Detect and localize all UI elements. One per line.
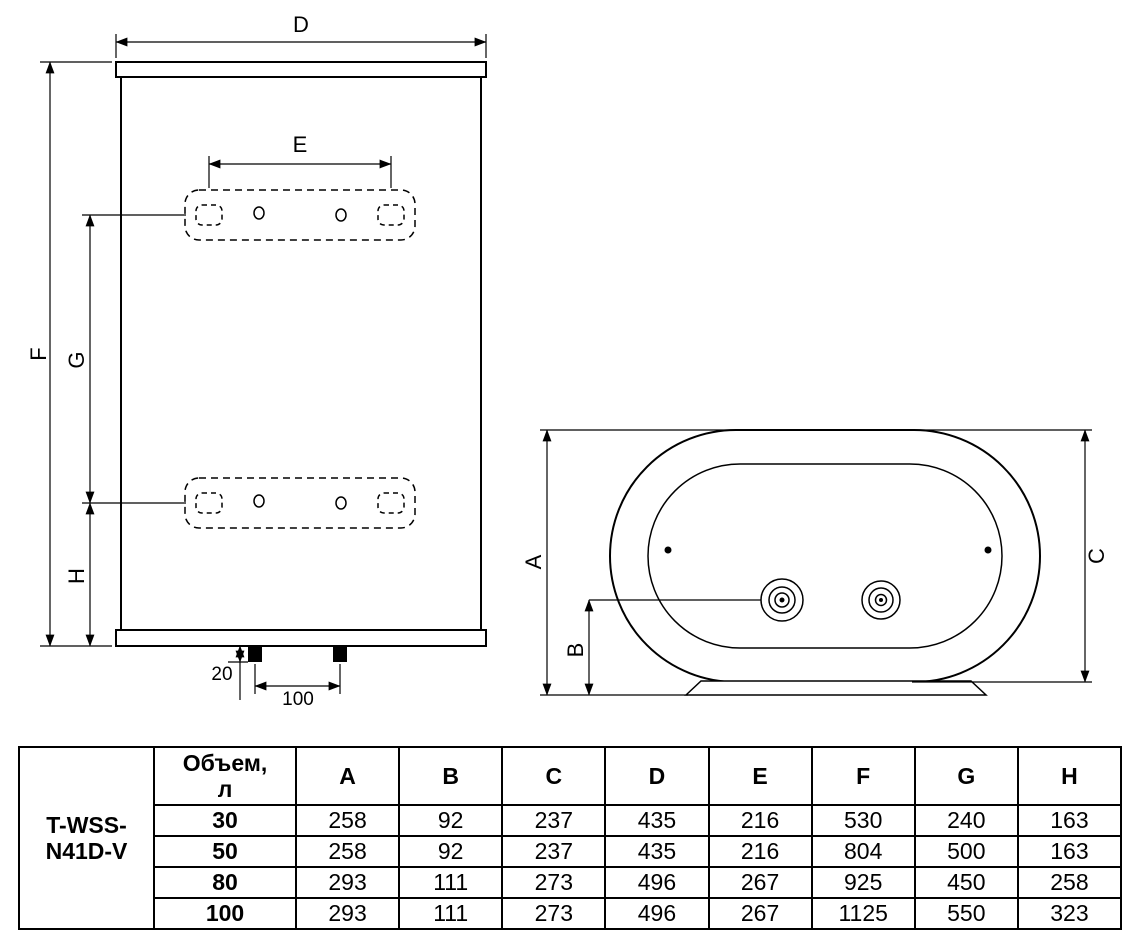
table-row: 30 258 92 237 435 216 530 240 163 [19, 804, 1123, 837]
dim-value-cell: 240 [913, 804, 1019, 837]
dim-value-cell: 111 [398, 866, 504, 899]
volume-header-cell: Объем, л [153, 746, 297, 806]
dim-value-cell: 258 [294, 835, 401, 868]
dim-c [912, 429, 1092, 683]
volume-cell: 50 [153, 835, 297, 868]
dim-value-cell: 496 [604, 866, 710, 899]
dim-value-cell: 500 [913, 835, 1019, 868]
table-row: 50 258 92 237 435 216 804 500 163 [19, 835, 1123, 868]
table-row: 100 293 111 273 496 267 1125 550 323 [19, 897, 1123, 930]
col-header-e: E [707, 746, 813, 806]
dim-value-cell: 550 [913, 897, 1019, 930]
volume-cell: 100 [153, 897, 297, 930]
dim-label-pipe-length: 20 [211, 664, 232, 685]
tank-bottom-cap [115, 629, 487, 647]
dim-value-cell: 1125 [810, 897, 916, 930]
dim-value-cell: 450 [913, 866, 1019, 899]
shell-inner [647, 463, 1003, 649]
pipe-fitting-left [760, 578, 804, 622]
dim-value-cell: 216 [707, 804, 813, 837]
technical-drawing: D E F G H 20 100 [26, 12, 1109, 710]
dim-label-g: G [64, 351, 89, 368]
volume-header-label: Объем, л [182, 749, 268, 802]
dim-value-cell: 293 [294, 866, 401, 899]
front-view-tank [115, 61, 487, 647]
dim-label-f: F [26, 347, 51, 360]
dim-value-cell: 435 [604, 835, 710, 868]
col-header-b: B [398, 746, 504, 806]
model-cell: T-WSS-N41D-V [18, 746, 155, 930]
dim-value-cell: 163 [1016, 835, 1123, 868]
top-view-shell [609, 429, 1041, 683]
dim-value-cell: 804 [810, 835, 916, 868]
dim-label-e: E [293, 132, 308, 157]
base-foot [684, 680, 988, 696]
dim-g [82, 214, 186, 504]
mounting-bracket-lower [184, 477, 416, 529]
bracket-hole [335, 208, 347, 222]
col-header-c: C [501, 746, 607, 806]
col-header-h: H [1016, 746, 1123, 806]
dim-value-cell: 237 [501, 804, 607, 837]
dim-label-c: C [1084, 548, 1109, 564]
dim-pipe-length [228, 645, 248, 700]
dim-value-cell: 530 [810, 804, 916, 837]
dim-value-cell: 237 [501, 835, 607, 868]
col-header-f: F [810, 746, 916, 806]
table-header-row: T-WSS-N41D-V Объем, л A B C D E F G H [18, 746, 1123, 930]
dim-value-cell: 163 [1016, 804, 1123, 837]
pipe-fitting-right [861, 580, 901, 620]
dim-value-cell: 925 [810, 866, 916, 899]
dim-label-pipe-spacing: 100 [282, 689, 314, 710]
col-header-g: G [913, 746, 1019, 806]
dim-value-cell: 92 [398, 835, 504, 868]
dim-label-a: A [521, 554, 546, 569]
dim-value-cell: 267 [707, 866, 813, 899]
dim-value-cell: 293 [294, 897, 401, 930]
dim-label-h: H [64, 568, 89, 584]
col-header-d: D [604, 746, 710, 806]
dim-value-cell: 496 [604, 897, 710, 930]
dim-value-cell: 323 [1016, 897, 1123, 930]
bracket-hole [253, 494, 265, 508]
volume-cell: 80 [153, 866, 297, 899]
tank-body [120, 76, 482, 631]
dim-e [208, 156, 392, 188]
pipe-connections [248, 646, 347, 662]
dim-value-cell: 216 [707, 835, 813, 868]
dimension-table: T-WSS-N41D-V Объем, л A B C D E F G H 30… [18, 746, 1123, 930]
dim-value-cell: 258 [1016, 866, 1123, 899]
screws [664, 546, 992, 554]
dim-h [82, 502, 186, 647]
dim-value-cell: 273 [501, 897, 607, 930]
dim-value-cell: 92 [398, 804, 504, 837]
bracket-hole [335, 496, 347, 510]
bracket-hole [253, 206, 265, 220]
dim-pipe-spacing [254, 664, 341, 694]
dim-value-cell: 267 [707, 897, 813, 930]
tank-top-cap [115, 61, 487, 78]
mounting-bracket-upper [184, 189, 416, 241]
table-row: 80 293 111 273 496 267 925 450 258 [19, 866, 1123, 899]
dim-label-d: D [293, 12, 309, 37]
dim-f [40, 61, 112, 647]
dim-d [115, 34, 487, 58]
dim-value-cell: 258 [294, 804, 401, 837]
dim-value-cell: 273 [501, 866, 607, 899]
dim-value-cell: 435 [604, 804, 710, 837]
shell-outer [609, 429, 1041, 683]
dim-label-b: B [563, 643, 588, 658]
col-header-a: A [294, 746, 401, 806]
dim-a [540, 429, 745, 696]
volume-cell: 30 [153, 804, 297, 837]
dim-value-cell: 111 [398, 897, 504, 930]
